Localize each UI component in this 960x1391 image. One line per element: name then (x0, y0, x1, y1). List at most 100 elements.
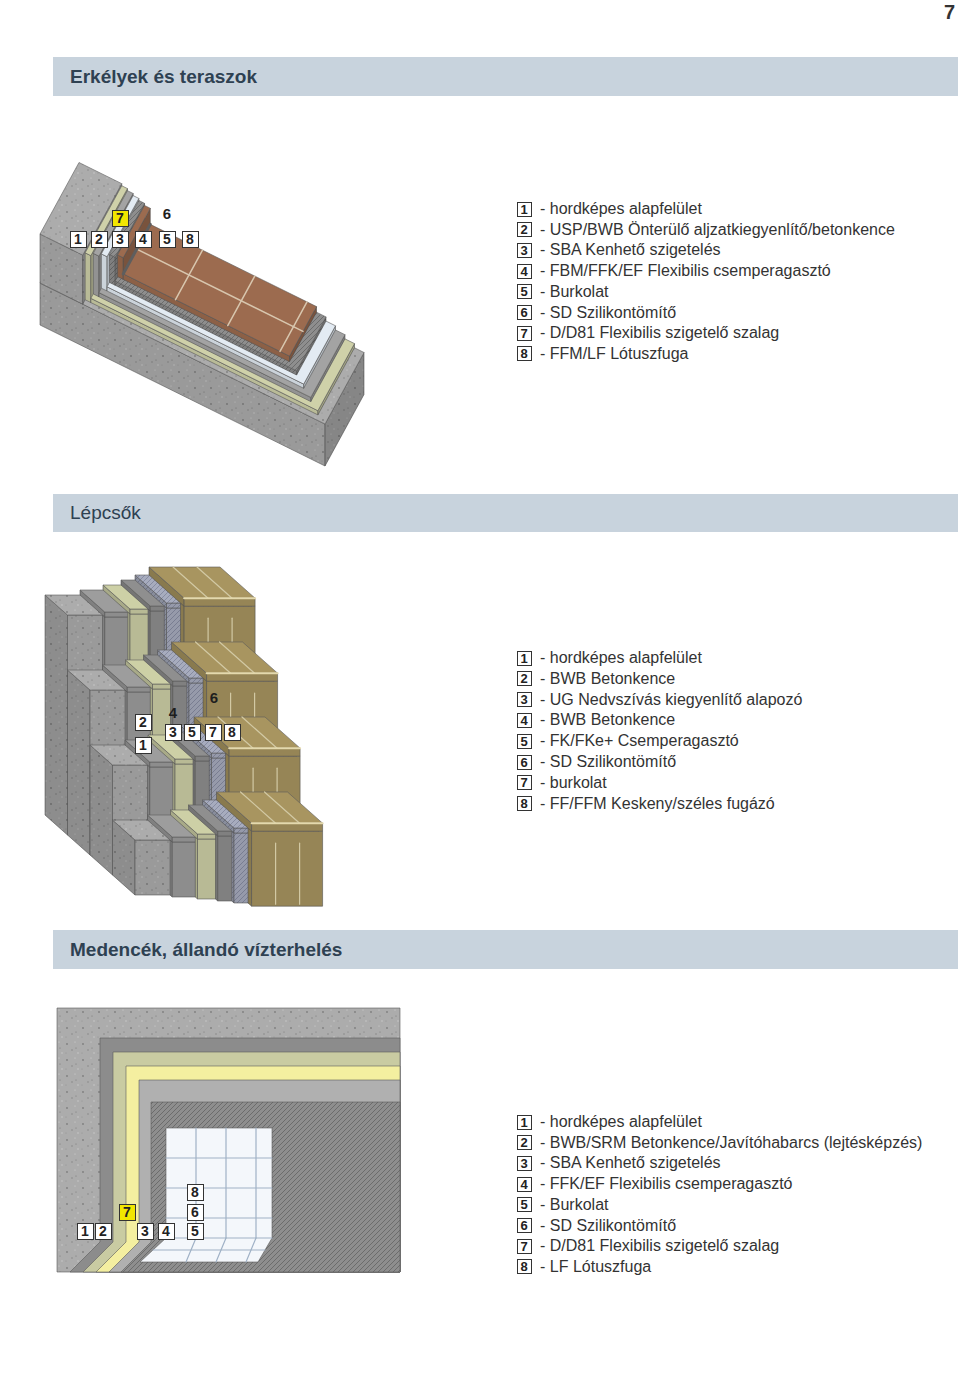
legend-text: - FFK/EF Flexibilis csemperagasztó (540, 1175, 793, 1192)
illustration-part (207, 672, 278, 674)
legend-entry: - SD Szilikontömítő (540, 303, 676, 323)
legend-entry: - burkolat (540, 773, 607, 793)
legend-text: - FF/FFM Keskeny/széles fugázó (540, 795, 775, 812)
legend-text: - SBA Kenhető szigetelés (540, 241, 721, 258)
illustration-part (103, 615, 105, 672)
illustration-part (103, 615, 105, 672)
legend-number: 1 (520, 652, 527, 665)
callout-number: 5 (163, 232, 171, 246)
illustration-part (217, 792, 323, 823)
legend-text: - SD Szilikontömítő (540, 753, 676, 770)
callout-box: 5 (184, 724, 201, 741)
callout-number: 7 (116, 211, 124, 225)
legend-number: 1 (520, 1116, 527, 1129)
illustration-part (148, 765, 150, 822)
legend-entry: - SD Szilikontömítő (540, 1216, 676, 1236)
callout-number: 1 (139, 738, 147, 752)
illustration-part (96, 1066, 400, 1272)
callout-box: 2 (95, 1223, 112, 1240)
legend-text: - SD Szilikontömítő (540, 304, 676, 321)
legend-number: 6 (520, 1219, 527, 1232)
callout-label: 4 (169, 704, 177, 722)
legend-text: - Burkolat (540, 283, 608, 300)
legend-number: 2 (520, 672, 527, 685)
legend-entry: - FF/FFM Keskeny/széles fugázó (540, 794, 775, 814)
illustration-part (68, 670, 91, 855)
illustration-part (118, 255, 124, 280)
legend-number-box: 4 (517, 713, 532, 728)
legend-entry: - BWB Betonkence (540, 669, 675, 689)
legend-number-box: 4 (517, 1177, 532, 1192)
callout-number: 6 (210, 689, 218, 706)
legend-number-box: 8 (517, 346, 532, 361)
callout-box: 4 (135, 231, 152, 248)
legend-number: 7 (520, 776, 527, 789)
legend-number-box: 1 (517, 1115, 532, 1130)
legend-number: 2 (520, 1136, 527, 1149)
illustration-part (166, 1217, 272, 1218)
illustration-part (148, 765, 150, 822)
legend-number: 7 (520, 327, 527, 340)
illustration-part (118, 255, 124, 280)
illustration-part (93, 253, 99, 296)
illustration-part (184, 597, 255, 599)
illustration-part (166, 1237, 272, 1238)
illustration-part (184, 598, 255, 606)
legend-entry: - FFK/EF Flexibilis csemperagasztó (540, 1174, 793, 1194)
legend-number-box: 4 (517, 264, 532, 279)
illustration-part (248, 828, 252, 906)
illustration-part (207, 673, 278, 681)
illustration-part (265, 792, 300, 823)
illustration-part (184, 598, 255, 606)
legend-text: - SD Szilikontömítő (540, 1217, 676, 1234)
legend-text: - hordképes alapfelület (540, 200, 702, 217)
callout-number: 1 (81, 1224, 89, 1238)
section-band: Medencék, állandó vízterhelés (53, 930, 958, 969)
callout-number: 2 (139, 715, 147, 729)
section-title: Lépcsők (70, 502, 141, 524)
legend-number-box: 8 (517, 796, 532, 811)
legend-entry: - SD Szilikontömítő (540, 752, 676, 772)
legend-number: 7 (520, 1240, 527, 1253)
legend-entry: - BWB Betonkence (540, 710, 675, 730)
callout-number: 6 (191, 1205, 199, 1219)
legend-number-box: 2 (517, 222, 532, 237)
legend-number: 5 (520, 285, 527, 298)
illustration-part (85, 186, 127, 256)
illustration-part (220, 642, 255, 673)
illustration-part (109, 254, 115, 285)
legend-number-box: 7 (517, 1239, 532, 1254)
callout-box: 3 (112, 231, 129, 248)
legend-number-box: 6 (517, 1218, 532, 1233)
callout-box: 3 (165, 724, 182, 741)
legend-number: 2 (520, 223, 527, 236)
callout-number: 8 (191, 1185, 199, 1199)
legend-number: 8 (520, 1260, 527, 1273)
illustration-part (123, 224, 316, 356)
legend-entry: - hordképes alapfelület (540, 1112, 702, 1132)
legend-number-box: 6 (517, 305, 532, 320)
illustration-part (170, 840, 172, 897)
legend-text: - SBA Kenhető szigetelés (540, 1154, 721, 1171)
illustration-part (140, 1128, 272, 1262)
illustration-part (153, 1249, 265, 1250)
illustration-part (109, 1080, 400, 1272)
illustration-part (137, 249, 303, 331)
callout-box: 8 (224, 724, 241, 741)
illustration-part (197, 567, 232, 598)
legend-entry: - Burkolat (540, 282, 608, 302)
callout-box: 3 (137, 1223, 154, 1240)
illustration-part (195, 837, 197, 899)
illustration-part (45, 595, 68, 835)
callout-box: 8 (182, 231, 199, 248)
legend-number: 8 (520, 797, 527, 810)
legend-number: 3 (520, 244, 527, 257)
legend-text: - Burkolat (540, 1196, 608, 1213)
illustration-part (229, 748, 300, 756)
illustration-part (194, 717, 300, 748)
illustration-part (216, 834, 218, 901)
illustration-part (207, 673, 278, 681)
callout-box: 2 (91, 231, 108, 248)
legend-number-box: 5 (517, 1197, 532, 1212)
